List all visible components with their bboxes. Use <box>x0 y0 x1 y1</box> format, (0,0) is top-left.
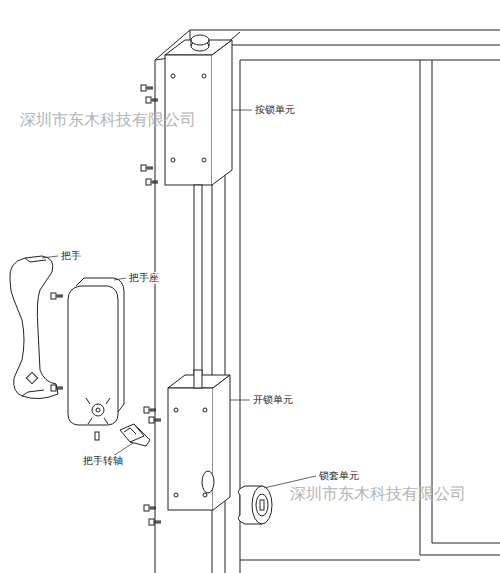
part-name: 把手转轴 <box>82 455 124 467</box>
part-name: 把手座 <box>128 272 160 284</box>
part-name: 开锁单元 <box>252 394 294 406</box>
watermark: 深圳市东木科技有限公司 <box>290 485 466 503</box>
part-name: 按锁单元 <box>254 104 296 116</box>
watermark: 深圳市东木科技有限公司 <box>20 111 196 129</box>
part-name: 锁套单元 <box>318 470 360 482</box>
part-name: 把手 <box>60 250 82 262</box>
